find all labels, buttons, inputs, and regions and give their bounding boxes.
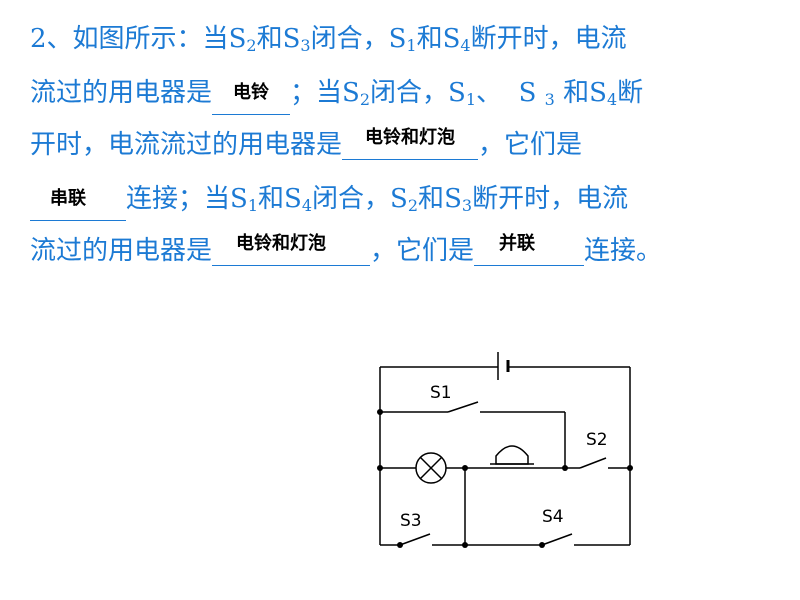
switch-s4-icon <box>541 533 573 546</box>
junction-dot <box>539 542 545 548</box>
answer-blank-1: 电铃 <box>212 82 291 115</box>
circuit-diagram: S1 S2 S3 S4 <box>377 352 633 548</box>
junction-dot <box>377 409 383 415</box>
switch-s3-icon <box>399 533 431 546</box>
answer-4: 电铃和灯泡 <box>236 233 327 254</box>
junction-dot <box>377 465 383 471</box>
junction-dot <box>462 465 468 471</box>
lamp-icon <box>415 452 447 484</box>
question-line-5: 流过的用电器是电铃和灯泡，它们是并联连接。 <box>30 233 662 266</box>
junction-dot <box>627 465 633 471</box>
answer-2: 电铃和灯泡 <box>365 127 456 148</box>
junction-dot <box>562 465 568 471</box>
answer-blank-2: 电铃和灯泡 <box>342 127 479 160</box>
label-s4: S4 <box>542 507 564 527</box>
label-s3: S3 <box>400 511 422 531</box>
switch-s2-icon <box>579 457 607 469</box>
bell-icon <box>490 445 534 465</box>
question-line-2: 流过的用电器是电铃；当S2闭合，S1、 S 3 和S4断 <box>30 78 643 115</box>
question-line-3: 开时，电流流过的用电器是电铃和灯泡，它们是 <box>30 127 582 160</box>
answer-blank-4: 电铃和灯泡 <box>212 233 371 266</box>
label-s2: S2 <box>586 430 608 450</box>
answer-5: 并联 <box>499 233 536 254</box>
battery-icon <box>497 352 510 380</box>
question-line-4: 串联连接；当S1和S4闭合，S2和S3断开时，电流 <box>30 184 628 221</box>
switch-s1-icon <box>447 401 479 413</box>
junction-dot <box>462 542 468 548</box>
answer-3: 串联 <box>50 188 86 209</box>
label-s1: S1 <box>430 383 452 403</box>
answer-1: 电铃 <box>233 82 270 103</box>
answer-blank-3: 串联 <box>30 188 126 221</box>
question-line-1: 2、如图所示：当S2和S3闭合，S1和S4断开时，电流 <box>30 24 627 55</box>
answer-blank-5: 并联 <box>474 233 585 266</box>
junction-dot <box>397 542 403 548</box>
